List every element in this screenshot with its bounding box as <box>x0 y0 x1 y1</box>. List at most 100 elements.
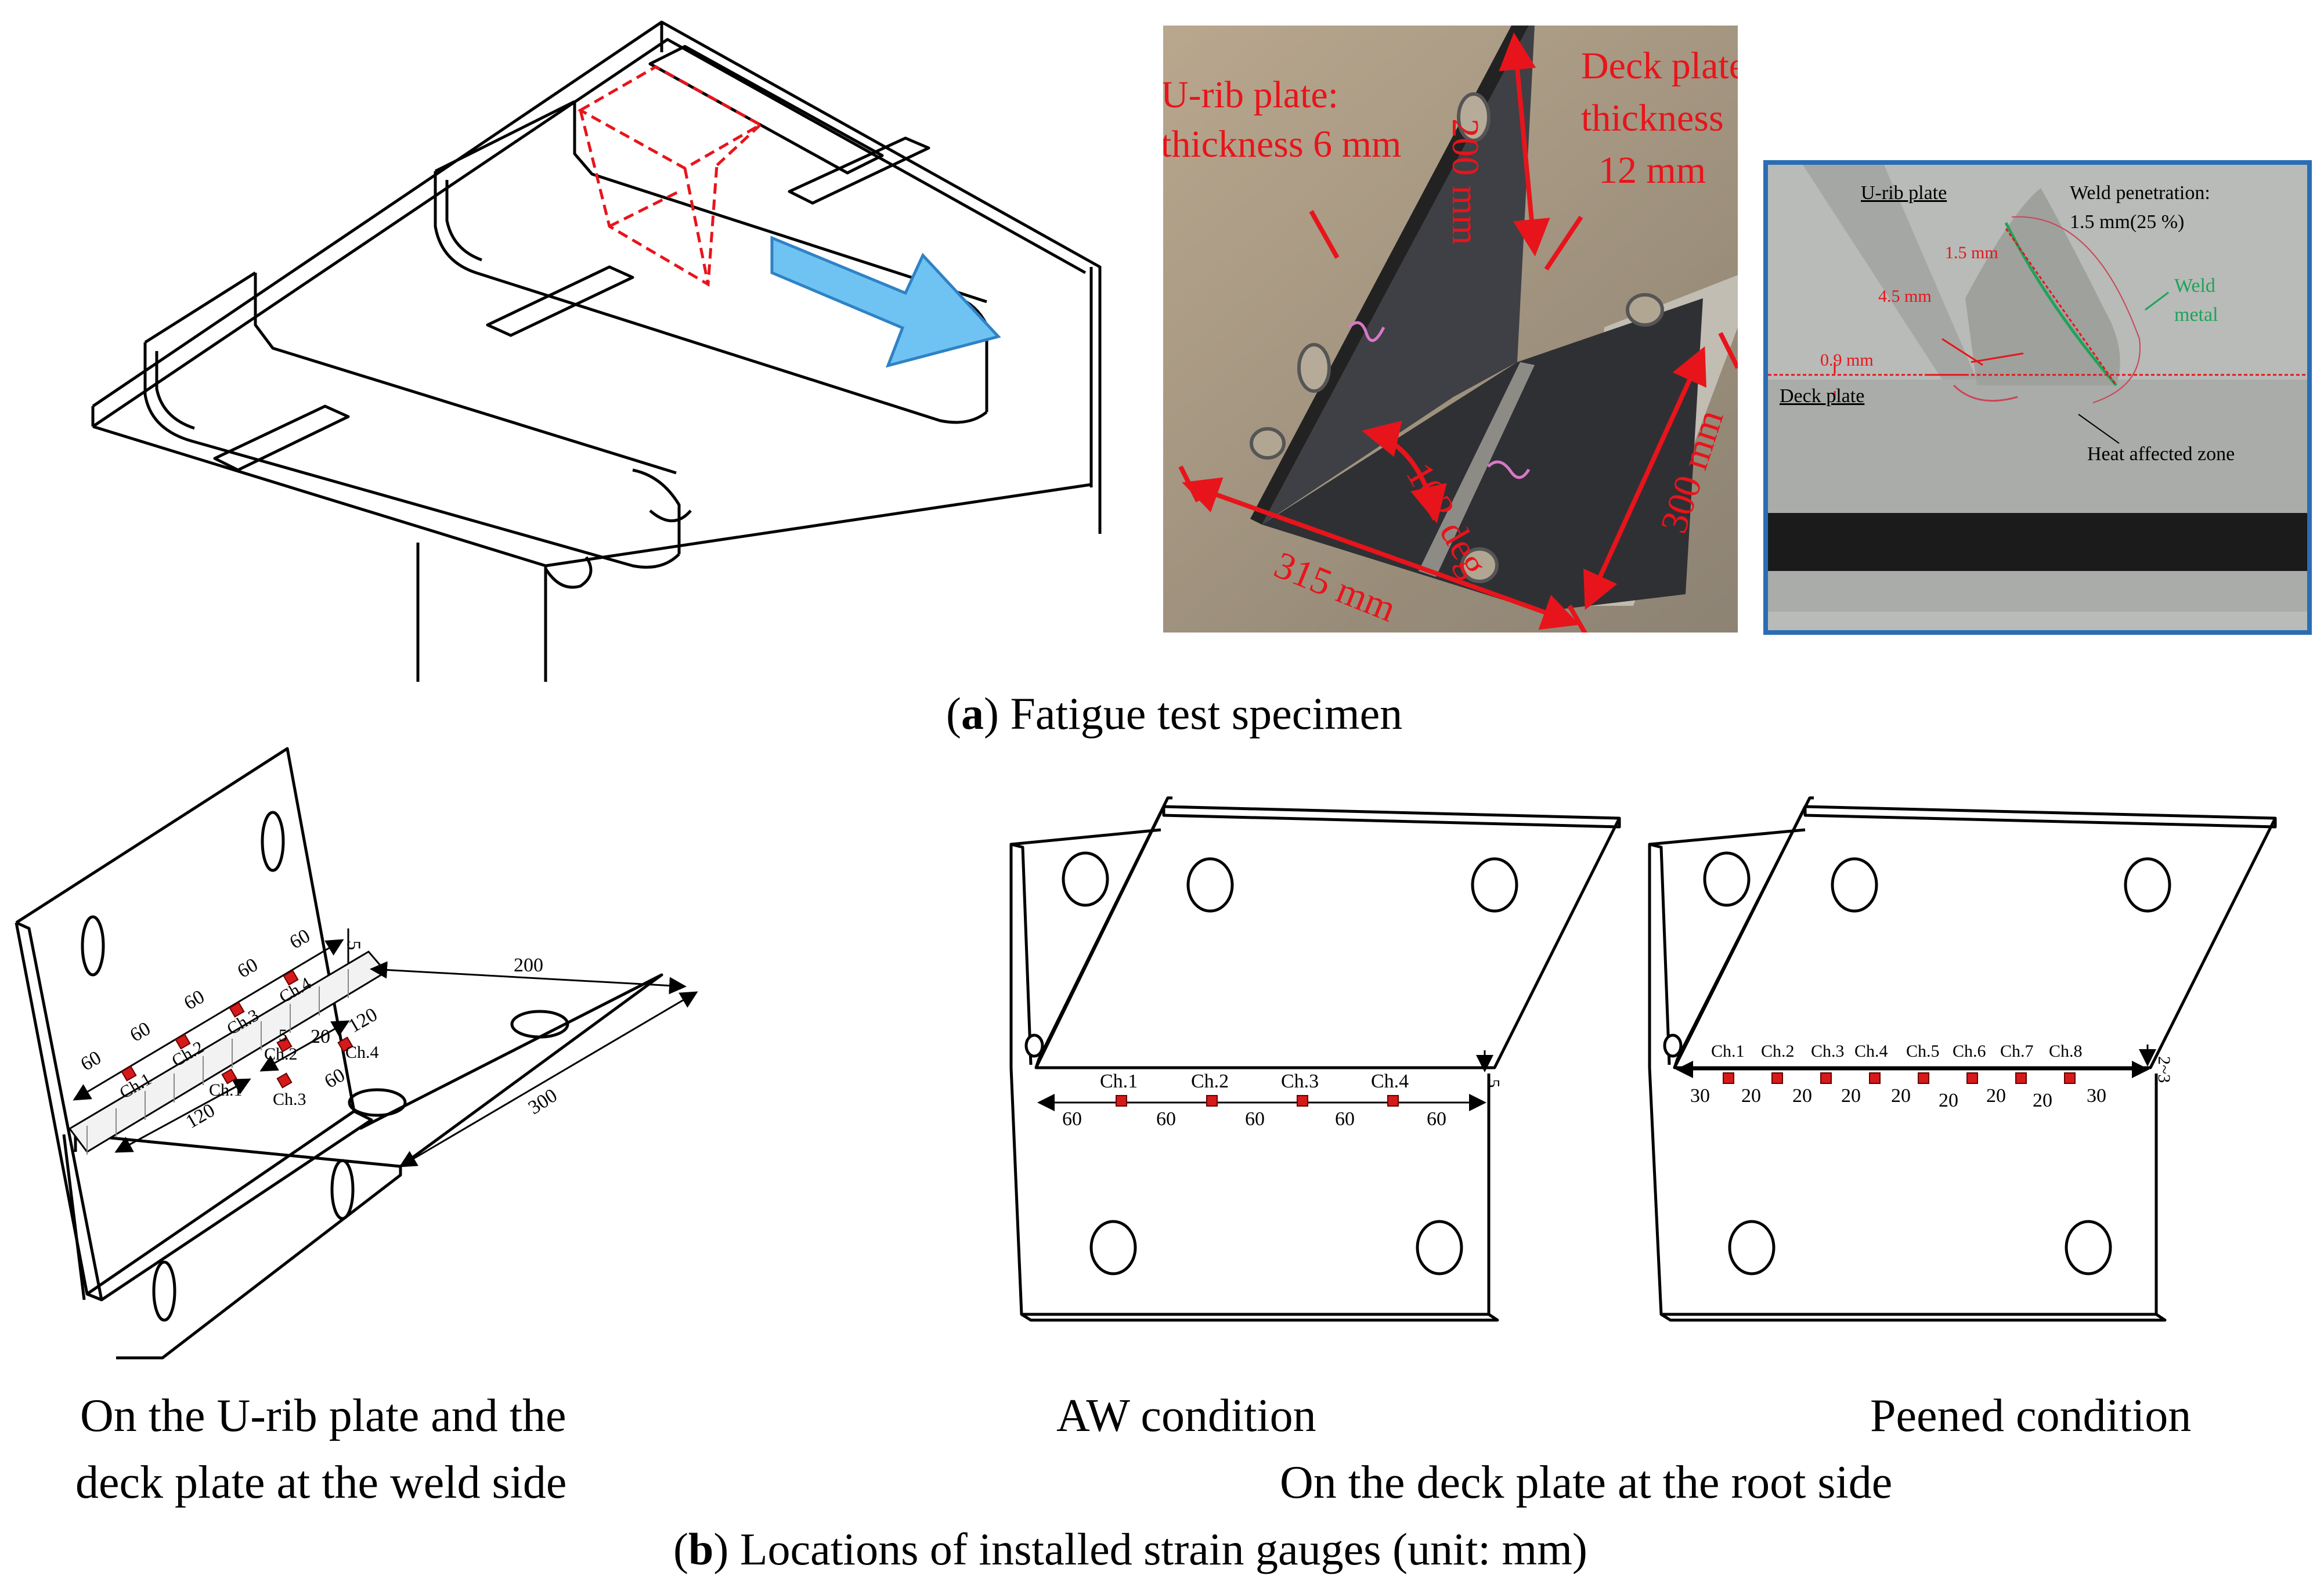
ws-urib-gauge-1 <box>121 1065 137 1082</box>
ws-deck-ch-3: Ch.4 <box>345 1043 379 1062</box>
weld-side-specimen-drawing <box>15 747 663 1360</box>
peened-spacing-5: 20 <box>1939 1090 1958 1111</box>
peened-gauge-1 <box>1723 1072 1734 1084</box>
micro-deck-plate-label: Deck plate <box>1780 385 1865 407</box>
peened-ch-6: Ch.7 <box>2000 1042 2034 1061</box>
dim-4-5-label: 4.5 mm <box>1878 287 1932 306</box>
peened-gauge-6 <box>1966 1072 1978 1084</box>
peened-spacing-2: 20 <box>1792 1085 1812 1107</box>
specimen-photo-drawing <box>1178 26 1738 633</box>
ws-deck-ch-2: Ch.3 <box>273 1090 306 1109</box>
weld-penetration-label-line1: Weld penetration: <box>2070 182 2210 204</box>
weld-metal-label-line1: Weld <box>2174 275 2215 297</box>
ws-dim-20: 20 <box>311 1026 330 1047</box>
panel-b-caption: (b) Locations of installed strain gauges… <box>673 1524 1587 1574</box>
peened-gauge-3 <box>1820 1072 1832 1084</box>
aw-ch-0: Ch.1 <box>1100 1071 1138 1092</box>
ws-deck-gauge-2 <box>276 1036 293 1053</box>
ws-urib-gauge-3 <box>229 1002 245 1018</box>
aw-spacing-2: 60 <box>1245 1108 1265 1130</box>
ws-deck-gauge-4 <box>337 1036 353 1053</box>
aw-gauges <box>1116 1095 1399 1107</box>
weld-side-dimension-lines <box>73 928 698 1168</box>
ws-dim-5: 5 <box>279 1026 287 1045</box>
ws-urib-gauge-4 <box>283 970 299 986</box>
peened-gauge-line <box>1676 1045 2156 1078</box>
ws-deck-ch-1: Ch.2 <box>264 1045 298 1064</box>
bridge-deck-drawing <box>91 20 1102 682</box>
peened-spacing-4: 20 <box>1891 1085 1911 1107</box>
urib-plate-label-line2: thickness 6 mm <box>1163 123 1402 165</box>
dim-0-9-label: 0.9 mm <box>1820 350 1874 370</box>
panel-a-letter: a <box>961 688 984 739</box>
aw-spacing-4: 60 <box>1427 1108 1446 1130</box>
ws-deck-ch-0: Ch.1 <box>209 1080 243 1100</box>
aw-spacing-3: 60 <box>1335 1108 1355 1130</box>
peened-ch-3: Ch.4 <box>1854 1042 1888 1061</box>
peened-condition-label: Peened condition <box>1870 1390 2192 1441</box>
specimen-location-box <box>577 65 764 287</box>
deck-plate-label-line3: 12 mm <box>1598 149 1706 191</box>
weld-micrograph: U-rib plate Deck plate Weld penetration:… <box>1763 160 2312 635</box>
aw-condition-label: AW condition <box>1056 1390 1316 1441</box>
peened-spacing-1: 20 <box>1741 1085 1761 1107</box>
peened-gauges <box>1723 1072 2076 1084</box>
weld-bead <box>68 950 388 1155</box>
peened-edge: 2~3 <box>2155 1056 2174 1083</box>
peened-gauge-7 <box>2015 1072 2027 1084</box>
panel-b-letter: b <box>688 1524 714 1574</box>
aw-edge: 5 <box>1484 1079 1503 1088</box>
peened-gauge-5 <box>1918 1072 1929 1084</box>
peened-ch-1: Ch.2 <box>1761 1042 1795 1061</box>
aw-gauge-3 <box>1297 1095 1308 1107</box>
aw-gauge-line <box>1037 1050 1493 1111</box>
weld-side-label-line2: deck plate at the weld side <box>75 1457 567 1508</box>
root-side-label: On the deck plate at the root side <box>1280 1457 1893 1508</box>
aw-spacing-0: 60 <box>1062 1108 1082 1130</box>
ws-edge-5: 5 <box>342 940 365 950</box>
weld-penetration-label-line2: 1.5 mm(25 %) <box>2070 211 2185 233</box>
dim-200-label: 200 mm <box>1444 118 1486 245</box>
weld-side-gauges <box>121 970 353 1089</box>
peened-ch-0: Ch.1 <box>1711 1042 1745 1061</box>
weld-metal-label-line2: metal <box>2174 304 2218 326</box>
deck-plate-label-line2: thickness <box>1581 97 1724 139</box>
ws-urib-gauge-2 <box>175 1033 191 1050</box>
panel-a-caption-text: ) Fatigue test specimen <box>983 688 1403 739</box>
panel-b-caption-text: ) Locations of installed strain gauges (… <box>713 1524 1587 1574</box>
urib-plate-label-line1: U-rib plate: <box>1163 74 1339 116</box>
aw-specimen-drawing <box>1009 796 1621 1322</box>
peened-gauge-8 <box>2064 1072 2076 1084</box>
haz-label: Heat affected zone <box>2087 443 2235 465</box>
ws-deck-gauge-1 <box>221 1068 237 1085</box>
peened-ch-4: Ch.5 <box>1906 1042 1940 1061</box>
weld-side-label-line1: On the U-rib plate and the <box>80 1390 566 1441</box>
deck-plate-label-line1: Deck plate: <box>1581 45 1738 87</box>
aw-ch-2: Ch.3 <box>1281 1071 1319 1092</box>
peened-spacing-8: 30 <box>2087 1085 2106 1107</box>
weld-micrograph-drawing <box>1768 165 2307 612</box>
panel-a-caption: (a) Fatigue test specimen <box>946 688 1403 739</box>
specimen-photo: U-rib plate: thickness 6 mm Deck plate: … <box>1163 26 1738 633</box>
ws-dim-200: 200 <box>514 955 543 976</box>
peened-spacing-0: 30 <box>1690 1085 1710 1107</box>
aw-spacing-1: 60 <box>1156 1108 1176 1130</box>
aw-gauge-4 <box>1387 1095 1399 1107</box>
aw-ch-3: Ch.4 <box>1371 1071 1409 1092</box>
peened-ch-2: Ch.3 <box>1811 1042 1845 1061</box>
aw-ch-1: Ch.2 <box>1191 1071 1229 1092</box>
aw-gauge-2 <box>1206 1095 1218 1107</box>
peened-spacing-7: 20 <box>2033 1090 2052 1111</box>
aw-gauge-1 <box>1116 1095 1127 1107</box>
dim-1-5-label: 1.5 mm <box>1945 243 1998 262</box>
peened-gauge-4 <box>1869 1072 1881 1084</box>
peened-ch-7: Ch.8 <box>2049 1042 2083 1061</box>
micro-urib-plate-label: U-rib plate <box>1861 182 1947 204</box>
peened-ch-5: Ch.6 <box>1953 1042 1986 1061</box>
ws-deck-gauge-3 <box>276 1072 293 1089</box>
peened-gauge-2 <box>1771 1072 1783 1084</box>
peened-spacing-6: 20 <box>1986 1085 2006 1107</box>
blue-arrow-icon <box>770 236 1001 368</box>
peened-specimen-drawing <box>1648 796 2277 1322</box>
